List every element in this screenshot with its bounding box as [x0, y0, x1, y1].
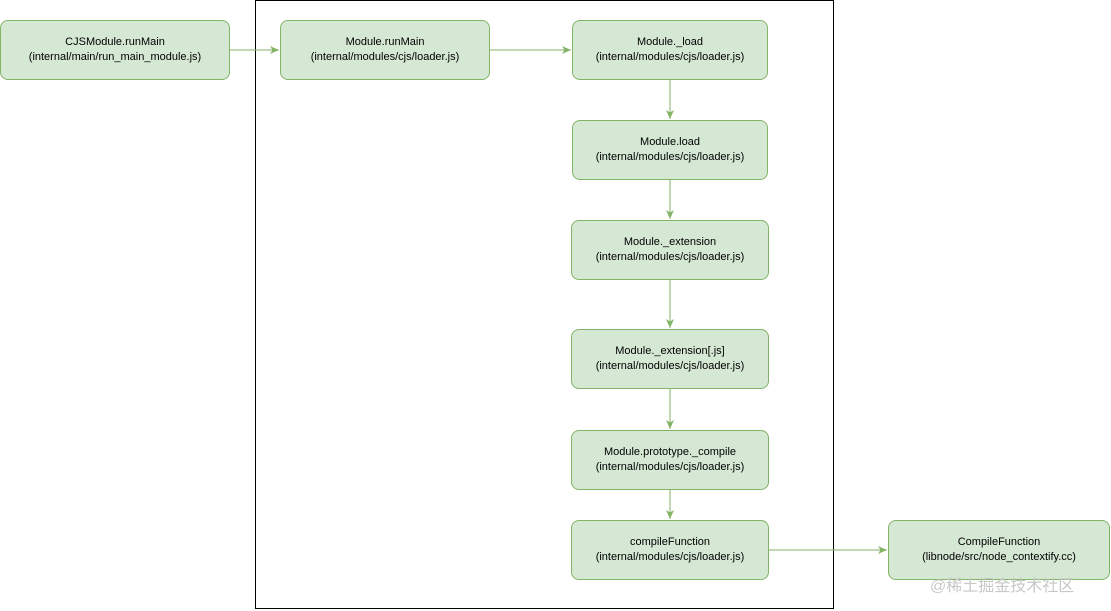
node-title: Module.runMain: [345, 36, 425, 48]
node-cjs-runmain: CJSModule.runMain (internal/main/run_mai…: [0, 20, 230, 80]
node-title: compileFunction: [629, 536, 711, 548]
node-module-_extension: Module._extension (internal/modules/cjs/…: [571, 220, 769, 280]
node-path: (internal/modules/cjs/loader.js): [595, 151, 745, 163]
node-path: (internal/modules/cjs/loader.js): [595, 551, 745, 563]
node-title: Module.load: [640, 136, 700, 148]
node-path: (internal/modules/cjs/loader.js): [310, 51, 460, 63]
node-title: Module._extension: [623, 236, 717, 248]
node-compilefunction-cc: CompileFunction (libnode/src/node_contex…: [888, 520, 1110, 580]
node-module-prototype-_compile: Module.prototype._compile (internal/modu…: [571, 430, 769, 490]
node-module-runmain: Module.runMain (internal/modules/cjs/loa…: [280, 20, 490, 80]
node-path: (internal/modules/cjs/loader.js): [595, 51, 745, 63]
node-path: (internal/modules/cjs/loader.js): [595, 360, 745, 372]
watermark: @稀土掘金技术社区: [930, 578, 1075, 595]
node-title: Module.prototype._compile: [603, 446, 737, 458]
node-title: CJSModule.runMain: [65, 36, 165, 48]
node-title: Module._load: [636, 36, 704, 48]
node-title: CompileFunction: [957, 536, 1041, 548]
node-path: (internal/modules/cjs/loader.js): [595, 461, 745, 473]
node-path: (internal/main/run_main_module.js): [28, 51, 202, 63]
node-path: (internal/modules/cjs/loader.js): [595, 251, 745, 263]
node-title: Module._extension[.js]: [615, 345, 725, 357]
node-module-load: Module.load (internal/modules/cjs/loader…: [572, 120, 768, 180]
node-compilefunction-js: compileFunction (internal/modules/cjs/lo…: [571, 520, 769, 580]
node-module-_load: Module._load (internal/modules/cjs/loade…: [572, 20, 768, 80]
node-module-_extension-js: Module._extension[.js] (internal/modules…: [571, 329, 769, 389]
node-path: (libnode/src/node_contextify.cc): [922, 551, 1076, 563]
loader-boundary-frame: [255, 0, 834, 609]
